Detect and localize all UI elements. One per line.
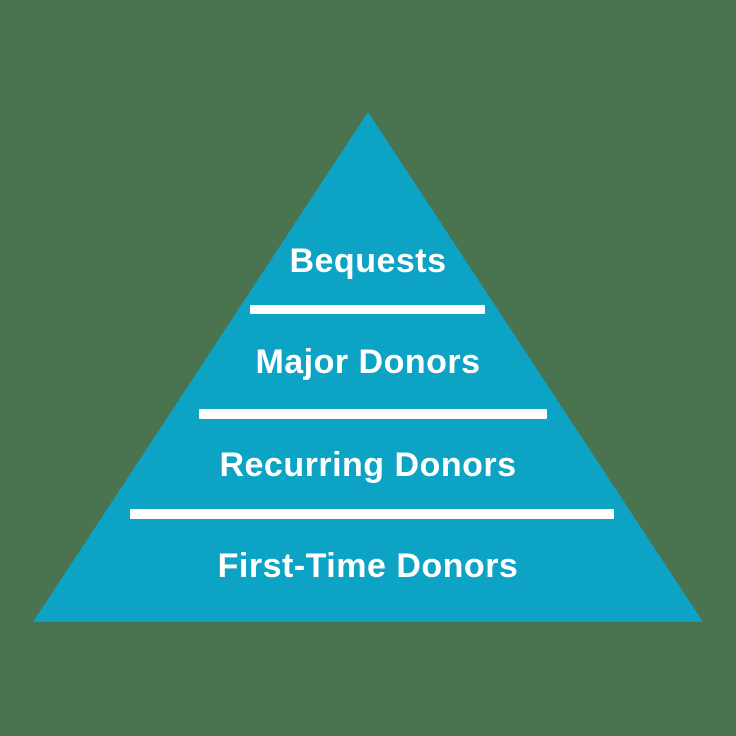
pyramid-level-bequests: Bequests xyxy=(289,242,447,280)
divider-line-top xyxy=(250,305,485,314)
divider-line-middle xyxy=(199,409,547,419)
pyramid-level-first-time-donors: First-Time Donors xyxy=(217,547,519,585)
pyramid-level-recurring-donors: Recurring Donors xyxy=(219,446,517,484)
divider-line-bottom xyxy=(130,509,614,519)
pyramid-level-major-donors: Major Donors xyxy=(255,343,481,381)
